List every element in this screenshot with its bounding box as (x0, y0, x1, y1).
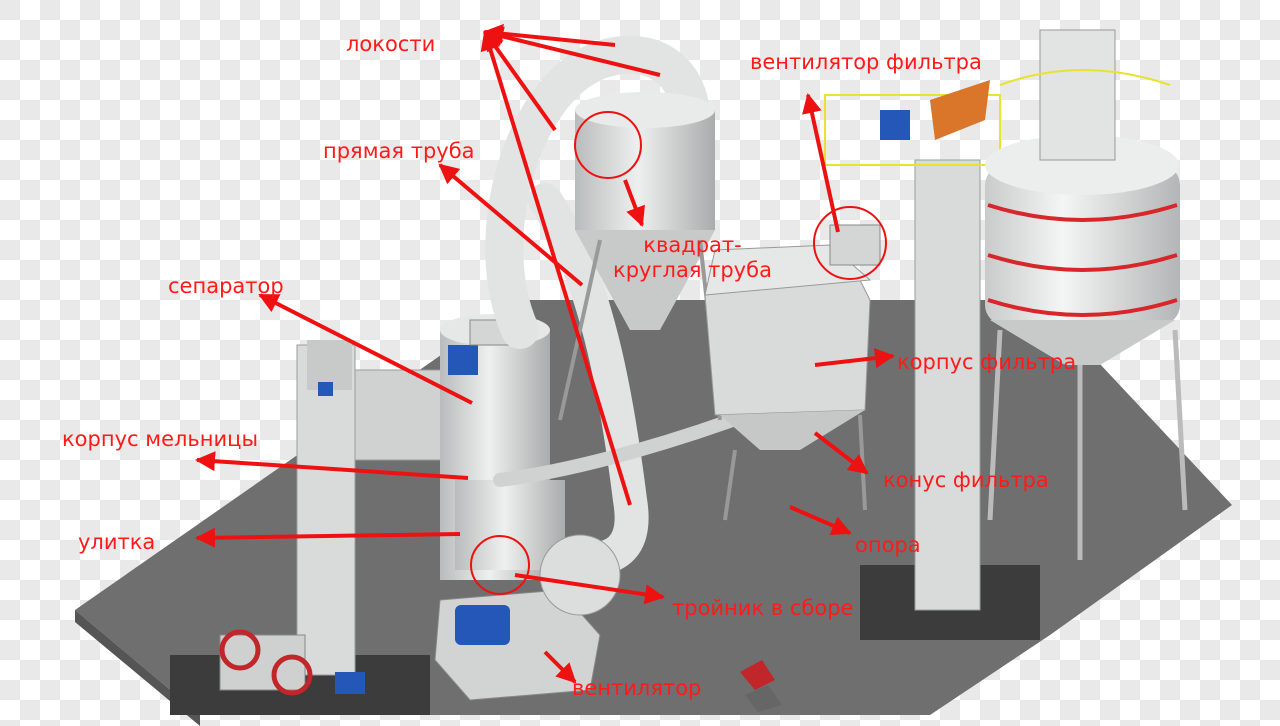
circle-filter-fan (813, 206, 887, 280)
label-tee-assembly: тройник в сборе (672, 596, 854, 620)
label-filter-cone: конус фильтра (883, 468, 1049, 492)
bucket-elevator-right (824, 80, 1001, 611)
label-volute: улитка (78, 530, 156, 554)
mill (440, 314, 565, 580)
label-filter-body: корпус фильтра (897, 350, 1077, 374)
liming-logo (740, 660, 782, 712)
pulse-filter (704, 244, 872, 521)
circle-square-round-pipe (574, 111, 642, 179)
label-straight-pipe: прямая труба (323, 139, 475, 163)
label-elbows: локости (346, 32, 436, 56)
jaw-crusher (219, 629, 365, 696)
silo (985, 29, 1188, 560)
bucket-elevator-left (296, 340, 446, 676)
label-fan: вентилятор (572, 676, 702, 700)
label-mill-body: корпус мельницы (62, 427, 259, 451)
cyclone (558, 92, 722, 421)
callout-arrows (195, 23, 895, 684)
label-filter-fan: вентилятор фильтра (750, 50, 982, 74)
label-separator: сепаратор (168, 274, 284, 298)
circle-tee (470, 535, 530, 595)
label-support: опора (855, 533, 921, 557)
label-square-round-pipe: квадрат-круглая труба (613, 233, 772, 283)
